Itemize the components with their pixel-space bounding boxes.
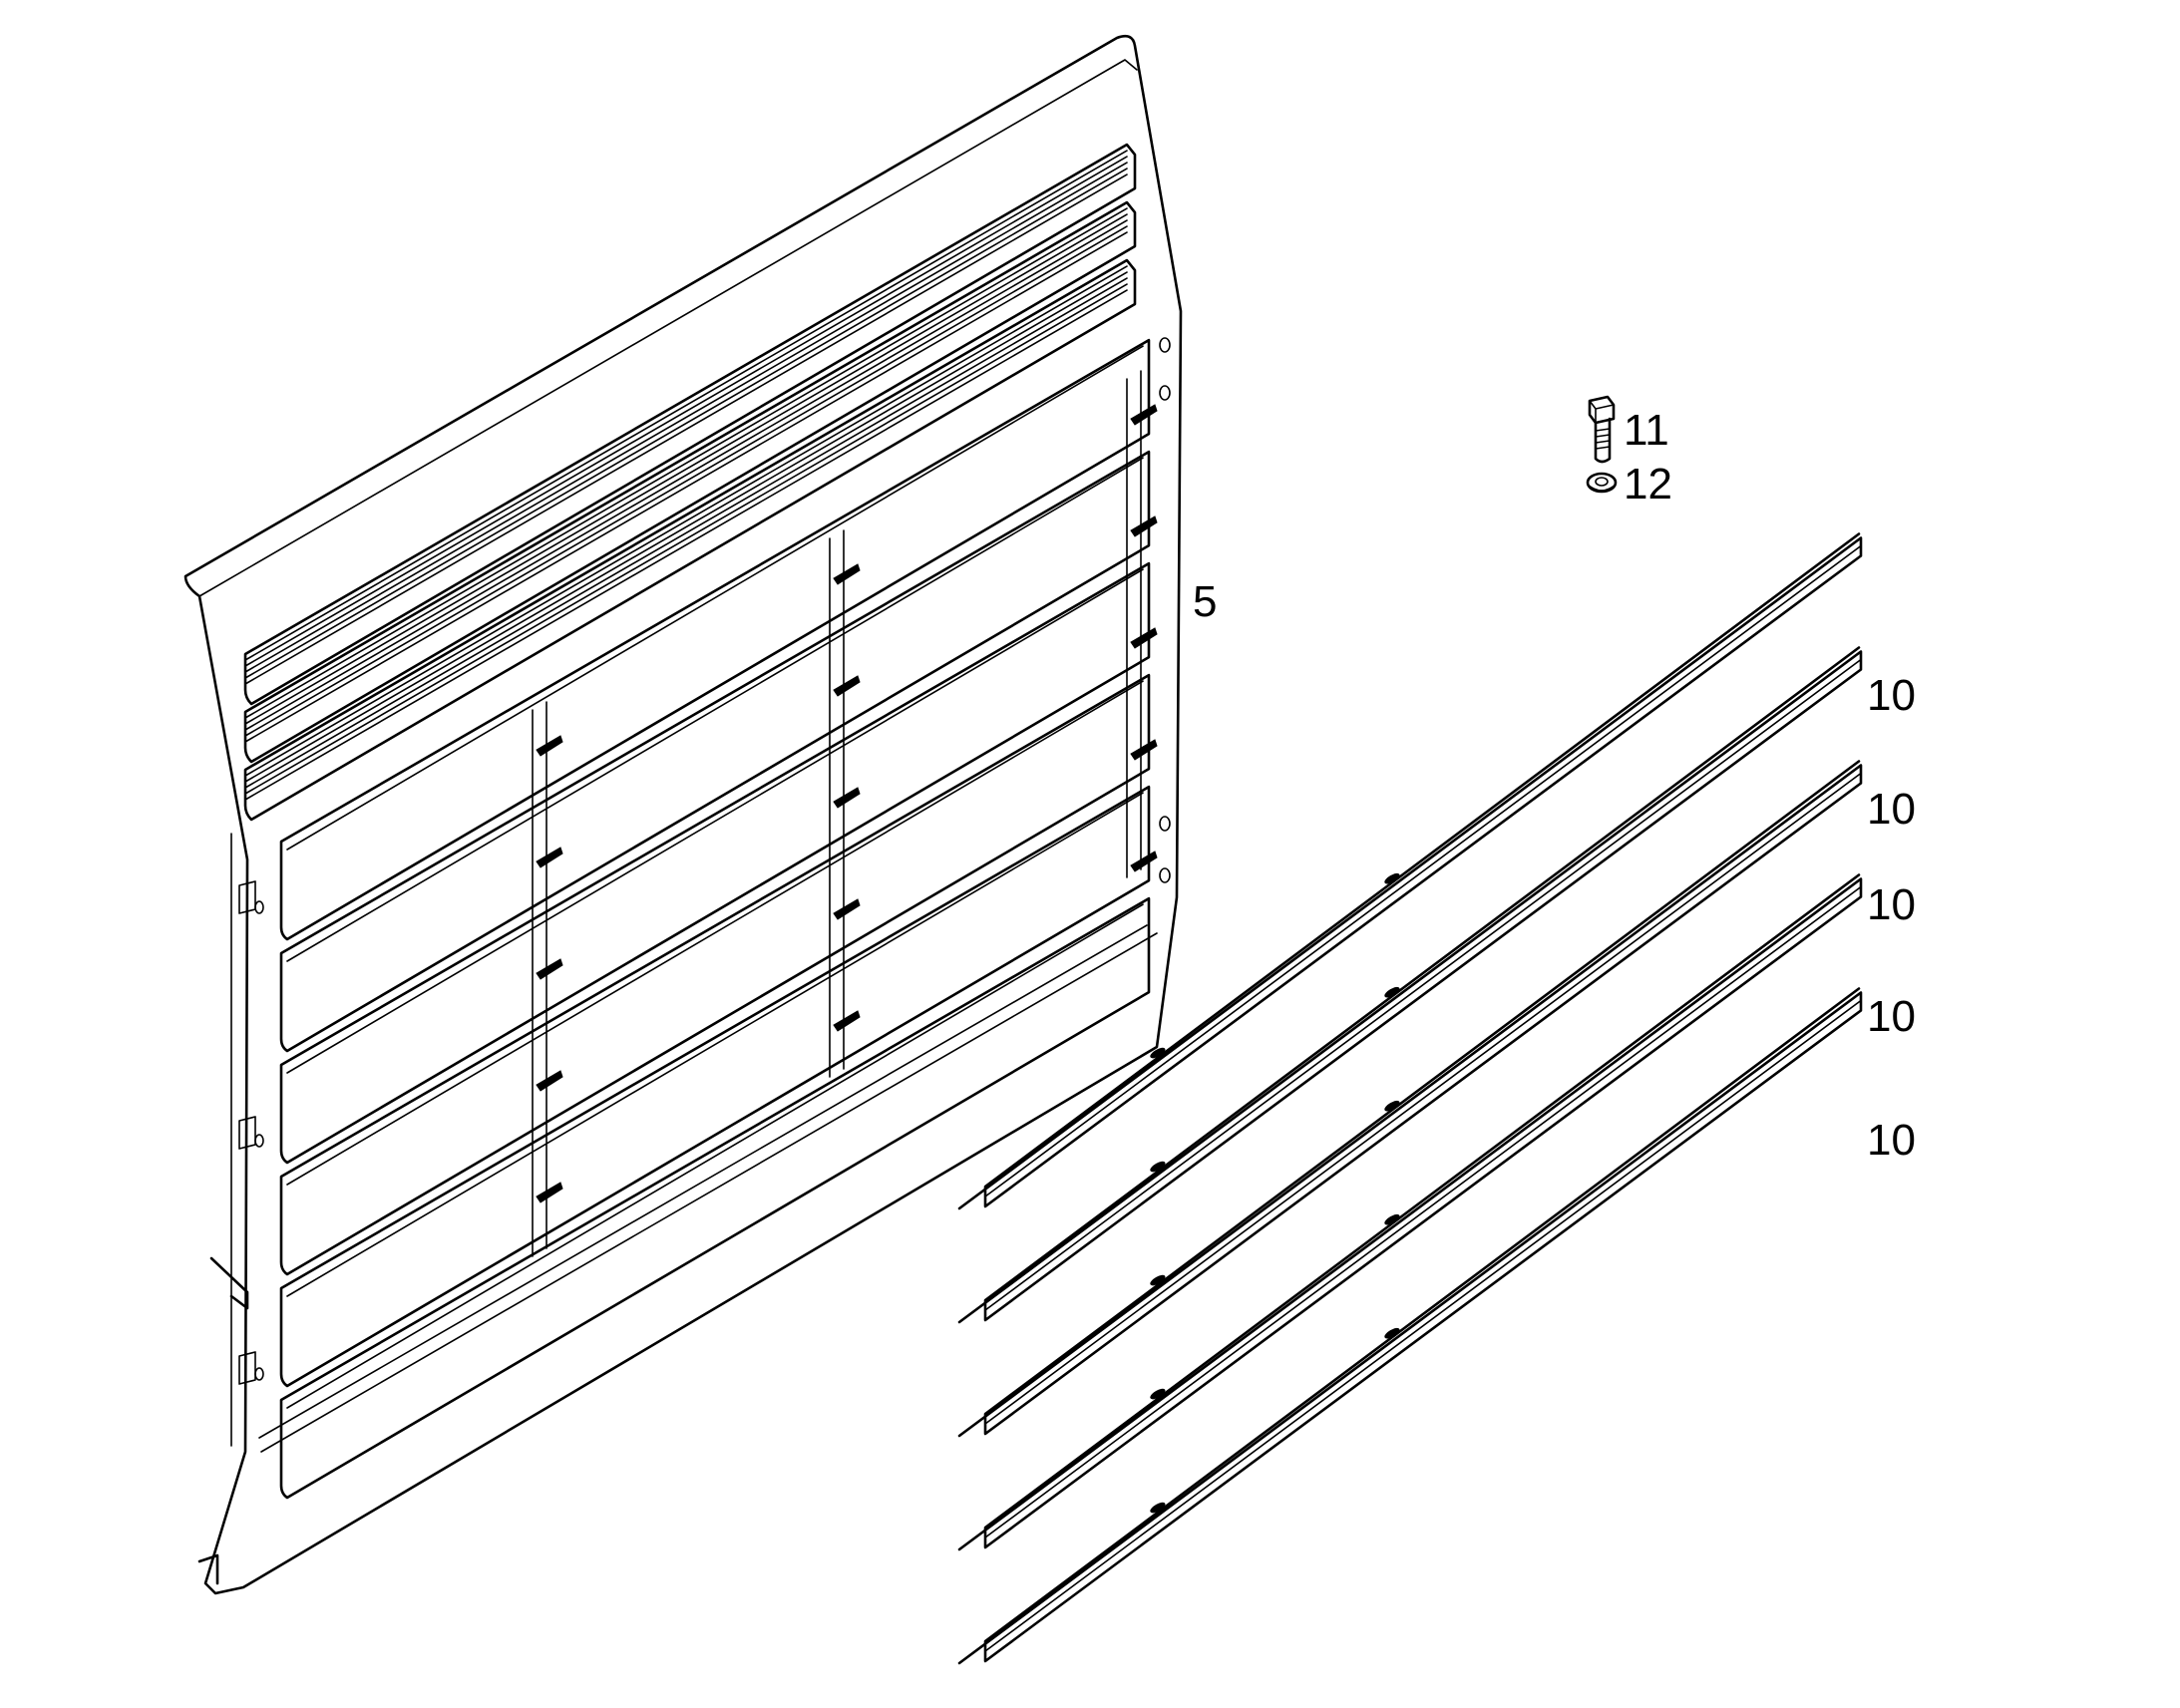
panel-left-bracket <box>209 1256 249 1310</box>
vertical-bar-clip-1 <box>536 958 563 980</box>
upper-louver-slat-1-3 <box>244 168 1128 685</box>
panel-vertical-bars <box>532 370 1158 1257</box>
louver-strip-outline-1 <box>957 532 1863 1210</box>
louver-strips <box>957 532 1863 1665</box>
louver-strip-edge-3 <box>984 772 1862 1425</box>
louver-strip-outline-2 <box>957 646 1863 1324</box>
louver-strip-3 <box>957 760 1863 1438</box>
louver-strip-outline-3 <box>957 760 1863 1438</box>
lower-opening-lip-2 <box>286 457 1144 962</box>
louver-strip-edge-1 <box>984 544 1862 1197</box>
vertical-bar-clip-2 <box>833 1010 861 1032</box>
vertical-bar-clip-1 <box>536 1070 563 1092</box>
louver-strip-outline-5 <box>957 987 1863 1665</box>
louver-strip-4 <box>957 873 1863 1551</box>
louver-strip-clip-5 <box>1384 1327 1400 1339</box>
panel-left-tab-3 <box>238 1351 256 1385</box>
lower-opening-3 <box>279 561 1151 1165</box>
louver-strip-clip-1 <box>1384 872 1400 884</box>
lower-opening-2 <box>279 450 1151 1053</box>
upper-louver-slat-3-3 <box>244 283 1128 801</box>
louver-strip-clip-3 <box>1384 1100 1400 1112</box>
louver-strip-1 <box>957 532 1863 1210</box>
upper-louver-slat-1-2 <box>244 156 1128 673</box>
louver-strip-2 <box>957 646 1863 1324</box>
vertical-bar-1 <box>532 701 547 1257</box>
vertical-bar-clip-2 <box>833 787 861 809</box>
upper-louver-group-1 <box>243 143 1137 706</box>
upper-louver-group-2 <box>243 200 1137 764</box>
upper-louver-group-3 <box>243 258 1137 822</box>
callout-strip-1: 10 <box>1867 671 1916 720</box>
panel-upper-louvers <box>243 143 1137 822</box>
vertical-bar-clip-1 <box>536 847 563 868</box>
panel-right-holes <box>254 337 1171 1381</box>
panel-top-flange <box>198 59 1138 597</box>
lower-opening-lip-3 <box>286 568 1144 1074</box>
bolt-icon <box>1588 395 1616 464</box>
panel-bottom-lip <box>197 1553 219 1585</box>
vertical-bar-clip-3 <box>1130 627 1158 649</box>
vertical-bar-clip-2 <box>833 675 861 697</box>
louver-strip-clip-2 <box>1384 986 1400 998</box>
callout-strip-3: 10 <box>1867 880 1916 929</box>
callout-strip-4: 10 <box>1867 992 1916 1041</box>
upper-louver-slat-2-3 <box>244 225 1128 743</box>
louver-strip-clip-5 <box>1150 1502 1166 1514</box>
vertical-bar-3 <box>1126 370 1142 878</box>
lower-opening-lip-1 <box>286 345 1144 851</box>
callout-panel: 5 <box>1193 577 1217 626</box>
vertical-bar-clip-2 <box>833 563 861 585</box>
vertical-bar-clip-3 <box>1130 404 1158 426</box>
louver-strip-edge-2 <box>984 658 1862 1311</box>
callout-washer: 12 <box>1624 460 1672 509</box>
upper-louver-slat-2-2 <box>244 213 1128 731</box>
panel-outline <box>183 34 1183 1595</box>
callout-strip-2: 10 <box>1867 785 1916 834</box>
lower-opening-1 <box>279 338 1151 941</box>
louver-strip-clip-1 <box>1150 1047 1166 1059</box>
panel-lower-openings <box>279 338 1151 1500</box>
louver-strip-edge-4 <box>984 885 1862 1538</box>
grille-panel <box>183 34 1183 1595</box>
lower-opening-lip-6 <box>286 903 1144 1409</box>
vertical-bar-clip-3 <box>1130 515 1158 537</box>
lower-opening-lip-5 <box>286 792 1144 1297</box>
vertical-bar-clip-3 <box>1130 739 1158 761</box>
louver-strip-clip-2 <box>1150 1161 1166 1173</box>
callout-strip-5: 10 <box>1867 1116 1916 1165</box>
panel-left-tab-2 <box>238 1116 256 1150</box>
vertical-bar-clip-1 <box>536 735 563 757</box>
callout-bolt: 11 <box>1624 406 1669 455</box>
vertical-bar-clip-2 <box>833 898 861 920</box>
louver-strip-clip-4 <box>1384 1213 1400 1225</box>
louver-strip-clip-3 <box>1150 1274 1166 1286</box>
callout-labels: 5 10 10 10 10 10 11 12 <box>1193 406 1916 1165</box>
louver-strip-outline-4 <box>957 873 1863 1551</box>
louver-strip-5 <box>957 987 1863 1665</box>
vertical-bar-clip-1 <box>536 1182 563 1203</box>
lower-opening-6 <box>279 896 1151 1500</box>
washer-icon <box>1586 472 1618 494</box>
panel-bottom-flange <box>258 924 1158 1453</box>
lower-opening-4 <box>279 673 1151 1276</box>
lower-opening-5 <box>279 785 1151 1388</box>
upper-louver-slat-3-2 <box>244 271 1128 789</box>
vertical-bar-clip-3 <box>1130 851 1158 872</box>
lower-opening-lip-4 <box>286 680 1144 1186</box>
louver-strip-clip-4 <box>1150 1388 1166 1400</box>
louver-strip-edge-5 <box>984 999 1862 1652</box>
